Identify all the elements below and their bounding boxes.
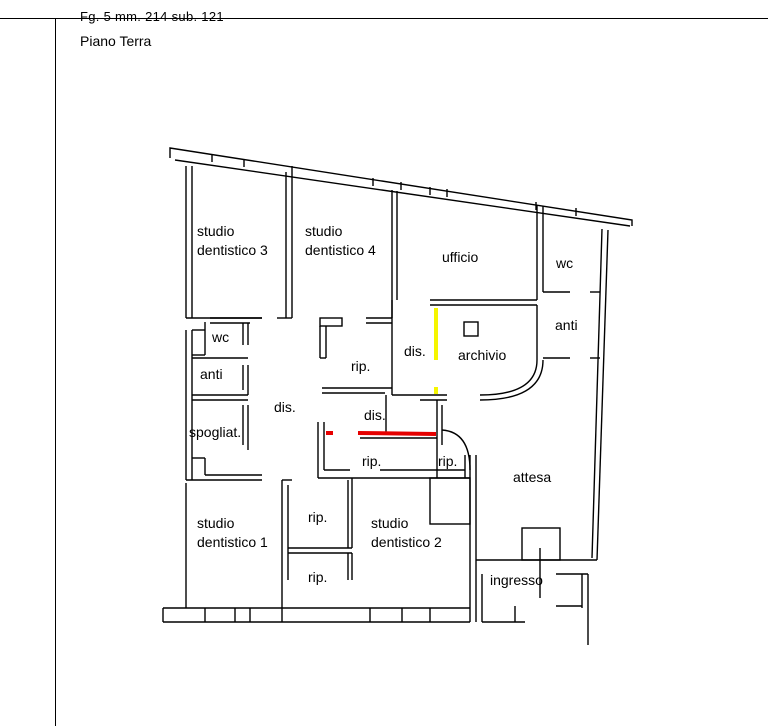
- label-studio1-line1: studio: [197, 515, 235, 531]
- label-studio2-line1: studio: [371, 515, 409, 531]
- label-studio3-line2: dentistico 3: [197, 242, 268, 258]
- label-dis-mid: dis.: [364, 407, 386, 423]
- label-ingresso: ingresso: [490, 572, 543, 588]
- label-rip-small: rip.: [438, 453, 457, 469]
- label-ufficio: ufficio: [442, 249, 479, 265]
- label-anti-right: anti: [555, 317, 578, 333]
- label-studio4-line2: dentistico 4: [305, 242, 376, 258]
- label-studio4-line1: studio: [305, 223, 343, 239]
- label-rip-mid: rip.: [362, 453, 381, 469]
- label-wc-left: wc: [211, 329, 229, 345]
- floor-title: Piano Terra: [80, 33, 152, 49]
- room-labels: studio dentistico 3 studio dentistico 4 …: [189, 223, 578, 588]
- label-rip-left1: rip.: [308, 509, 327, 525]
- label-studio1-line2: dentistico 1: [197, 534, 268, 550]
- label-wc-right: wc: [555, 255, 573, 271]
- label-attesa: attesa: [513, 469, 551, 485]
- label-dis-main: dis.: [274, 399, 296, 415]
- label-spogliat: spogliat.: [189, 424, 241, 440]
- label-anti-left: anti: [200, 366, 223, 382]
- page-left-margin-rule: [55, 18, 56, 726]
- walls: [162, 147, 633, 645]
- label-rip-upper: rip.: [351, 358, 370, 374]
- red-highlight-wall: [357, 431, 437, 436]
- label-rip-left2: rip.: [308, 569, 327, 585]
- label-studio2-line2: dentistico 2: [371, 534, 442, 550]
- label-dis-archivio: dis.: [404, 343, 426, 359]
- page-top-rule: [0, 18, 768, 19]
- label-studio3-line1: studio: [197, 223, 235, 239]
- label-archivio: archivio: [458, 347, 506, 363]
